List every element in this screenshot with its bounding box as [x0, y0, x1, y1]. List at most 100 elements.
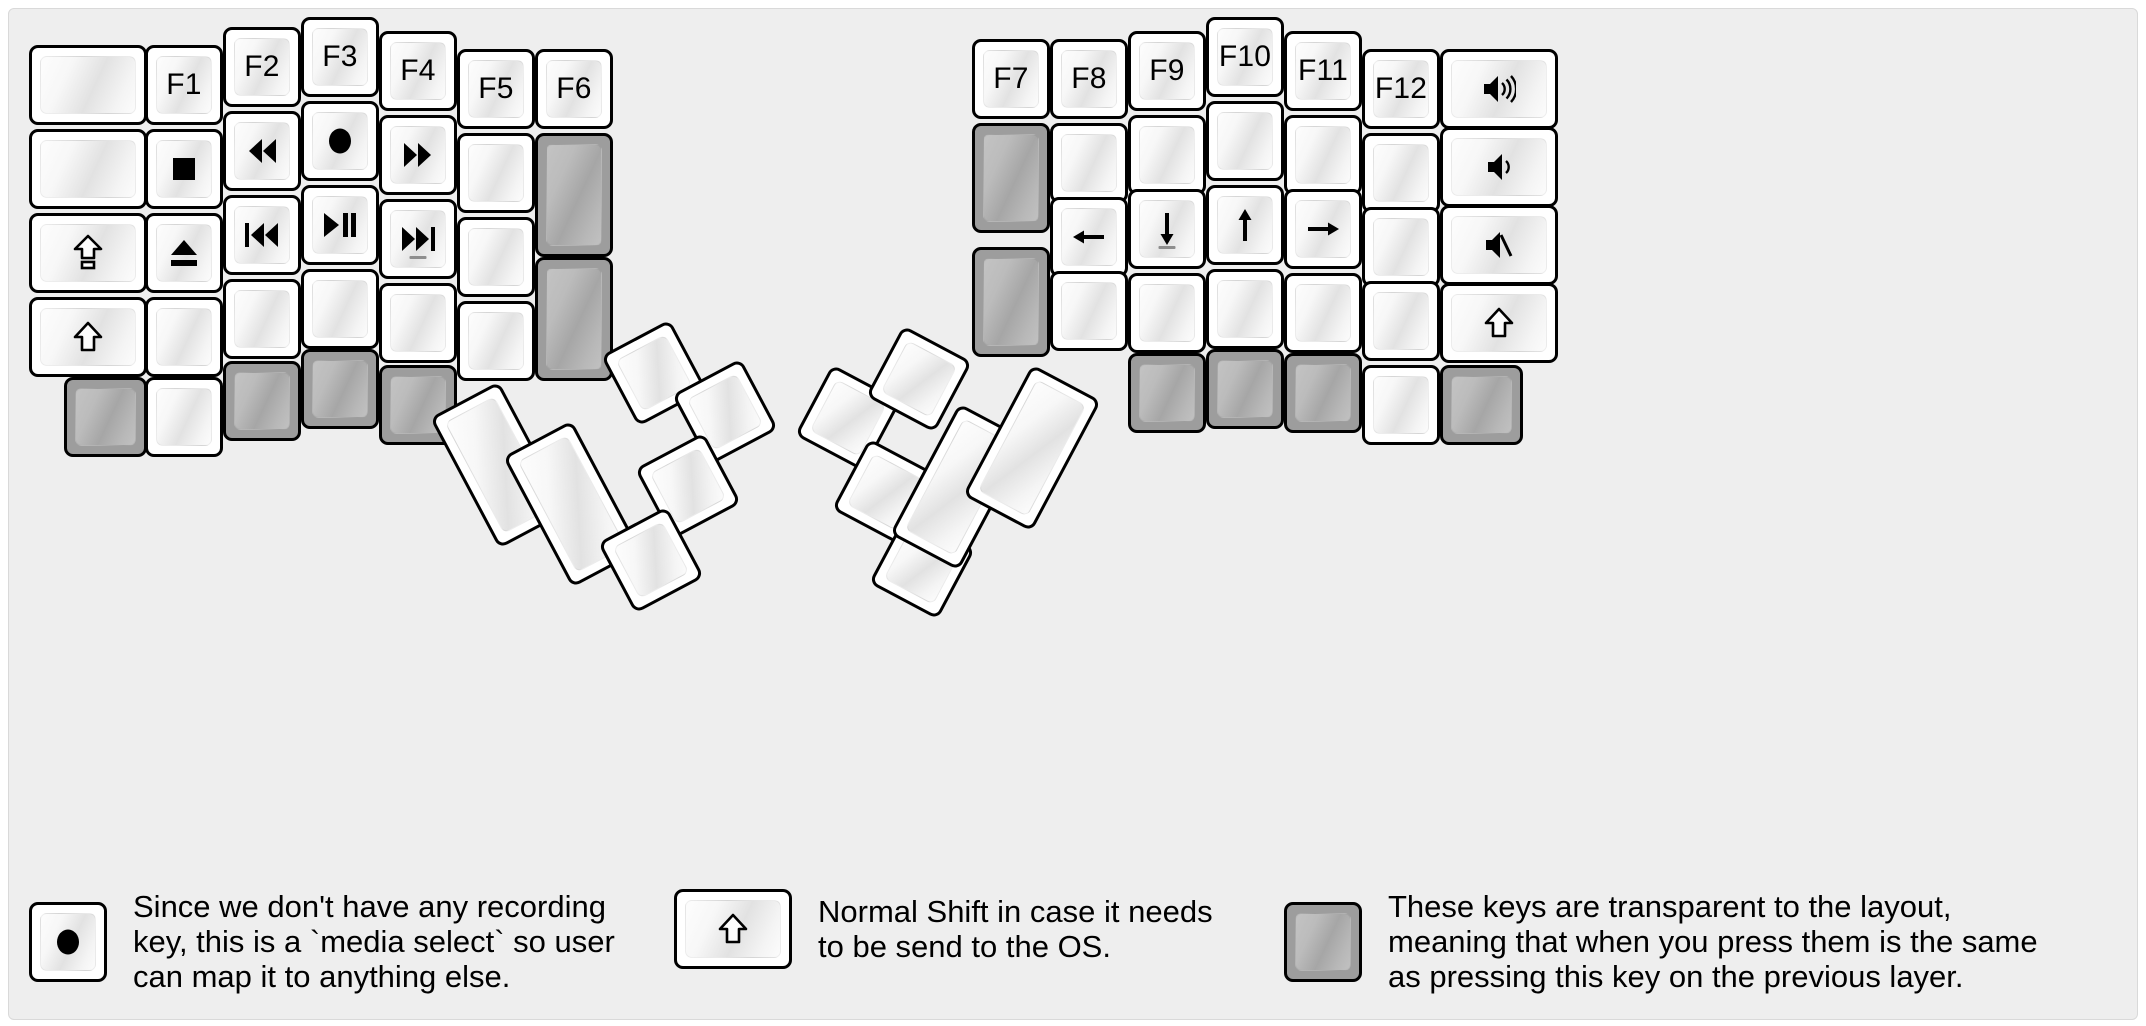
key-l-c1-r3[interactable]: [145, 297, 223, 377]
keycap-surface: [1217, 196, 1273, 254]
key-r-c3-r3[interactable]: [1206, 269, 1284, 349]
key-r-c2-r4-trans[interactable]: [1128, 353, 1206, 433]
keycap-surface: [40, 56, 136, 114]
key-r-c4-r1[interactable]: [1284, 115, 1362, 195]
key-r-c4-r0-f11[interactable]: F11: [1284, 31, 1362, 111]
key-l-c0-r3-shift[interactable]: [29, 297, 147, 377]
key-l-c3-r3[interactable]: [301, 269, 379, 349]
legend-description-1: Normal Shift in case it needs to be send…: [818, 893, 1213, 964]
key-l-c6-r0-f6[interactable]: F6: [535, 49, 613, 129]
key-l-c2-r1-rewind[interactable]: [223, 111, 301, 191]
key-l-c5-r1[interactable]: [457, 133, 535, 213]
keycap-surface: [1061, 134, 1117, 192]
keycap-surface: [234, 122, 290, 180]
key-l-c3-r4-trans[interactable]: [301, 349, 379, 429]
keycap-surface: [685, 900, 781, 958]
keycap-surface: [312, 280, 368, 338]
keycap-surface: [1373, 218, 1429, 276]
key-r-c4-r3[interactable]: [1284, 273, 1362, 353]
key-l-c1-r0-f1[interactable]: F1: [145, 45, 223, 125]
keycap-surface: [1217, 360, 1273, 418]
key-l-c4-r1-fastforward[interactable]: [379, 115, 457, 195]
key-l-c2-r2-prevtrack[interactable]: [223, 195, 301, 275]
keycap-surface: [1295, 42, 1351, 100]
keycap-surface: [156, 388, 212, 446]
key-r-c1-r2-left[interactable]: [1050, 197, 1128, 277]
key-l-c1-r2-eject[interactable]: [145, 213, 223, 293]
key-r-c6-r0-volup[interactable]: [1440, 49, 1558, 129]
key-r-c2-r3[interactable]: [1128, 273, 1206, 353]
key-r-c2-r1[interactable]: [1128, 115, 1206, 195]
key-r-c4-r4-trans[interactable]: [1284, 353, 1362, 433]
key-r-c1-r3[interactable]: [1050, 271, 1128, 351]
key-r-c4-r2-right[interactable]: [1284, 189, 1362, 269]
key-r-c3-r1[interactable]: [1206, 101, 1284, 181]
keycap-surface: [1295, 364, 1351, 422]
keycap-surface: [1451, 294, 1547, 352]
legend-key-sample-2: [1284, 901, 1362, 982]
key-r-c1-r0-f8[interactable]: F8: [1050, 39, 1128, 119]
key-l-c1-r4[interactable]: [145, 377, 223, 457]
keycap-surface: [1295, 126, 1351, 184]
keycap-surface: [612, 521, 690, 599]
key-r-c5-r2[interactable]: [1362, 207, 1440, 287]
key-l-c2-r0-f2[interactable]: F2: [223, 27, 301, 107]
keycap-surface: [1139, 200, 1195, 258]
keycap-surface: [234, 372, 290, 430]
key-l-c0-r1[interactable]: [29, 129, 147, 209]
keycap-surface: [1295, 912, 1351, 971]
keycap-surface: [40, 140, 136, 198]
key-l-c4-r3[interactable]: [379, 283, 457, 363]
legend-item-1: Normal Shift in case it needs to be send…: [674, 889, 1213, 969]
key-l-c4-r0-f4[interactable]: F4: [379, 31, 457, 111]
key-r-c6-r3-shift[interactable]: [1440, 283, 1558, 363]
key-r-c5-r3[interactable]: [1362, 281, 1440, 361]
key-r-c6-r4-trans[interactable]: [1440, 365, 1523, 445]
key-r-c0-r2-trans[interactable]: [972, 247, 1050, 357]
key-r-c0-r0-f7[interactable]: F7: [972, 39, 1050, 119]
key-l-c3-r1-record[interactable]: [301, 101, 379, 181]
keycap-surface: [1139, 126, 1195, 184]
key-r-c0-r1-trans[interactable]: [972, 123, 1050, 233]
key-r-c2-r0-f9[interactable]: F9: [1128, 31, 1206, 111]
key-l-c2-r3[interactable]: [223, 279, 301, 359]
key-l-c6-r1-trans[interactable]: [535, 133, 613, 257]
key-r-c5-r4[interactable]: [1362, 365, 1440, 445]
key-l-c5-r2[interactable]: [457, 217, 535, 297]
keycap-surface: [983, 50, 1039, 108]
key-l-c0-r4-trans[interactable]: [64, 377, 147, 457]
keycap-surface: [312, 196, 368, 254]
key-l-c1-r1-stop[interactable]: [145, 129, 223, 209]
key-r-c3-r2-up[interactable]: [1206, 185, 1284, 265]
keycap-surface: [1451, 216, 1547, 274]
legend-key-sample-0: [29, 901, 107, 982]
key-r-c2-r2-down[interactable]: [1128, 189, 1206, 269]
key-r-c3-r4-trans[interactable]: [1206, 349, 1284, 429]
key-l-c6-r2-trans[interactable]: [535, 257, 613, 381]
key-l-c4-r2-nexttrack[interactable]: [379, 199, 457, 279]
legend-description-0: Since we don't have any recording key, t…: [133, 889, 615, 995]
keycap-surface: [156, 56, 212, 114]
key-l-c0-r2-caps[interactable]: [29, 213, 147, 293]
key-l-c3-r0-f3[interactable]: F3: [301, 17, 379, 97]
key-r-c5-r1[interactable]: [1362, 133, 1440, 213]
keycap-surface: [1373, 60, 1429, 118]
key-l-c0-r0[interactable]: [29, 45, 147, 125]
keycap-surface: [1451, 60, 1547, 118]
keycap-surface: [390, 42, 446, 100]
keycap-surface: [156, 308, 212, 366]
key-r-c3-r0-f10[interactable]: F10: [1206, 17, 1284, 97]
key-r-c6-r2-mute[interactable]: [1440, 205, 1558, 285]
key-l-c2-r4-trans[interactable]: [223, 361, 301, 441]
keycap-surface: [234, 206, 290, 264]
key-l-c5-r3[interactable]: [457, 301, 535, 381]
key-r-c5-r0-f12[interactable]: F12: [1362, 49, 1440, 129]
keycap-surface: [983, 258, 1039, 346]
keycap-surface: [468, 228, 524, 286]
key-r-c1-r1[interactable]: [1050, 123, 1128, 203]
key-l-c3-r2-playpause[interactable]: [301, 185, 379, 265]
keycap-surface: [1139, 364, 1195, 422]
key-l-c5-r0-f5[interactable]: F5: [457, 49, 535, 129]
key-r-c6-r1-voldown[interactable]: [1440, 127, 1558, 207]
